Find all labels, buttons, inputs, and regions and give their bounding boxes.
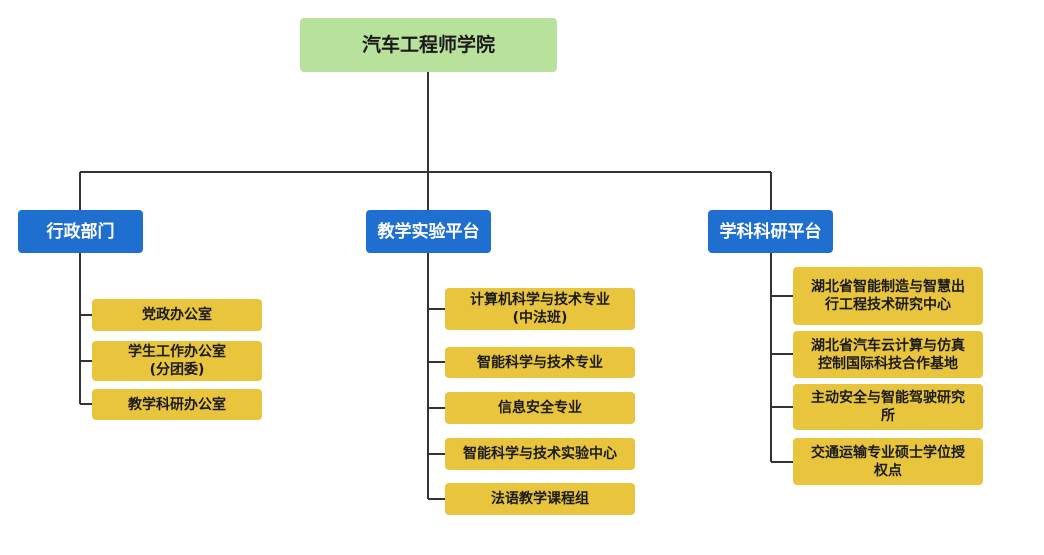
item-node: 教学科研办公室 <box>92 389 262 420</box>
item-node: 信息安全专业 <box>445 392 635 424</box>
item-node: 党政办公室 <box>92 299 262 331</box>
item-node: 计算机科学与技术专业 (中法班) <box>445 288 635 330</box>
department-node-teaching: 教学实验平台 <box>366 210 491 253</box>
item-node: 主动安全与智能驾驶研究 所 <box>793 384 983 430</box>
item-node: 湖北省智能制造与智慧出 行工程技术研究中心 <box>793 267 983 325</box>
department-node-research: 学科科研平台 <box>708 210 833 253</box>
item-node: 法语教学课程组 <box>445 483 635 515</box>
item-node: 智能科学与技术实验中心 <box>445 438 635 470</box>
root-node: 汽车工程师学院 <box>300 18 557 72</box>
item-node: 学生工作办公室 (分团委) <box>92 341 262 381</box>
item-node: 智能科学与技术专业 <box>445 347 635 378</box>
item-node: 湖北省汽车云计算与仿真 控制国际科技合作基地 <box>793 331 983 378</box>
department-node-admin: 行政部门 <box>18 210 143 253</box>
item-node: 交通运输专业硕士学位授 权点 <box>793 438 983 485</box>
